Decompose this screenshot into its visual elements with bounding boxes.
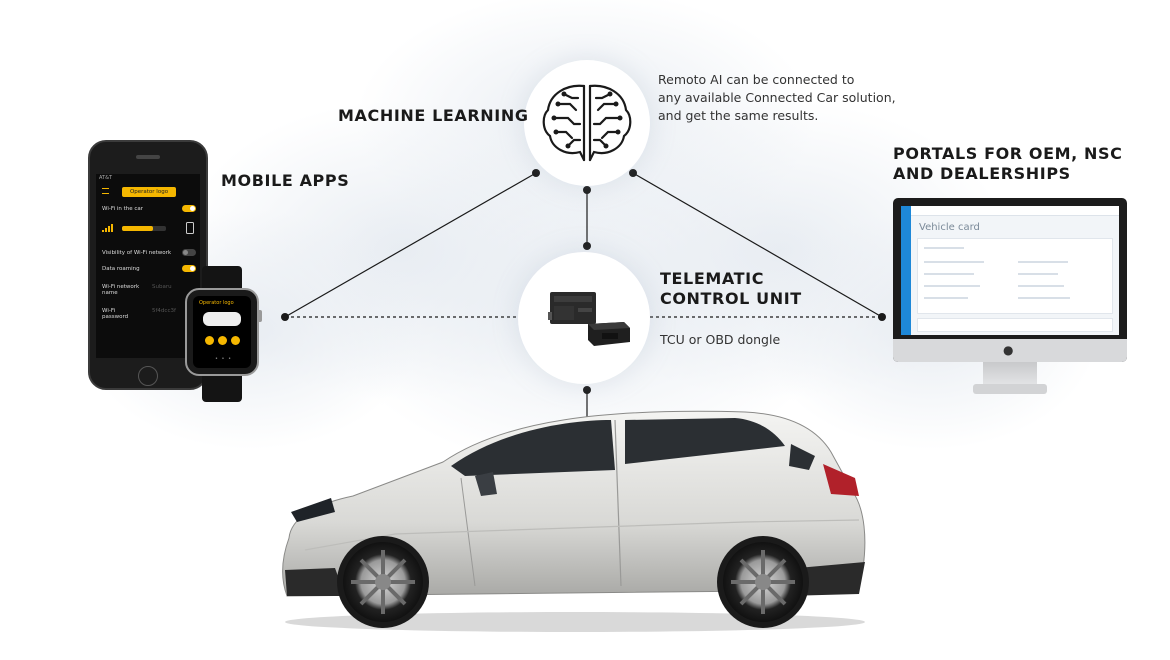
machine-learning-description: Remoto AI can be connected to any availa…: [658, 71, 898, 125]
phone-device-icon: [186, 222, 194, 234]
wifi-password-value[interactable]: 5f4dcc3f: [152, 308, 176, 314]
machine-learning-desc-line-1: Remoto AI can be connected to: [658, 72, 855, 87]
watch-band-top: [202, 266, 242, 290]
phone-row-roaming: Data roaming: [102, 265, 196, 272]
portal-screen: Vehicle card: [901, 206, 1119, 335]
watch-action-button-2[interactable]: [218, 336, 227, 345]
portal-topbar: [911, 206, 1119, 216]
tcu-label: TELEMATIC CONTROL UNIT: [660, 269, 802, 309]
data-usage-bar: [122, 226, 166, 231]
smartphone-device: AT&T Operator logo Wi-Fi in the car Visi…: [88, 140, 208, 390]
phone-app-title: Operator logo: [122, 187, 176, 197]
monitor-stand-neck: [983, 362, 1037, 386]
portals-label-line-1: PORTALS FOR OEM, NSC: [893, 144, 1123, 163]
desktop-monitor: Vehicle card ●: [893, 198, 1127, 362]
data-roaming-label: Data roaming: [102, 266, 140, 272]
phone-row-wifi-in-car: Wi-Fi in the car: [102, 205, 196, 212]
mobile-apps-label: MOBILE APPS: [221, 171, 350, 190]
portal-sidebar: [901, 206, 911, 335]
phone-app-header: Operator logo: [96, 184, 200, 200]
watch-crown: [257, 310, 262, 322]
vehicle-info-card: [917, 238, 1113, 314]
portals-label-line-2: AND DEALERSHIPS: [893, 164, 1071, 183]
visibility-wifi-label: Visibility of Wi-Fi network: [102, 250, 172, 256]
portals-label: PORTALS FOR OEM, NSC AND DEALERSHIPS: [893, 144, 1122, 184]
wifi-network-name-value[interactable]: Subaru: [152, 284, 172, 290]
phone-screen: AT&T Operator logo Wi-Fi in the car Visi…: [96, 174, 200, 358]
vehicle-card-title: Vehicle card: [919, 222, 980, 233]
tcu-label-line-2: CONTROL UNIT: [660, 289, 802, 308]
brain-circuit-icon: [542, 84, 632, 162]
phone-speaker: [136, 155, 160, 159]
tcu-description: TCU or OBD dongle: [660, 332, 781, 347]
phone-home-button: [138, 366, 158, 386]
portal-footer-panel: [917, 318, 1113, 332]
signal-icon: [102, 224, 113, 232]
machine-learning-desc-line-3: and get the same results.: [658, 108, 819, 123]
phone-row-network-name: Wi-Fi network name: [102, 284, 142, 296]
apple-logo-icon: ●: [1003, 343, 1014, 357]
monitor-stand-foot: [973, 384, 1047, 394]
watch-screen: Operator logo • • •: [193, 296, 251, 368]
smartwatch-device: Operator logo • • •: [185, 288, 259, 376]
phone-status-bar: AT&T: [99, 175, 113, 181]
connected-car-image: [282, 410, 866, 632]
tcu-label-line-1: TELEMATIC: [660, 269, 765, 288]
monitor-chin: [893, 339, 1127, 362]
car-topview-icon: [203, 312, 241, 326]
wifi-network-name-label: Wi-Fi network name: [102, 284, 140, 296]
watch-band-bottom: [202, 374, 242, 402]
telematic-control-unit-icon: [548, 292, 596, 324]
watch-page-dots: • • •: [215, 356, 233, 362]
phone-row-network-status: [102, 222, 196, 244]
machine-learning-node: [524, 60, 650, 186]
machine-learning-label: MACHINE LEARNING: [338, 106, 529, 125]
hamburger-menu-icon[interactable]: [102, 188, 109, 194]
data-roaming-toggle[interactable]: [182, 265, 196, 272]
watch-app-title: Operator logo: [199, 300, 234, 306]
machine-learning-desc-line-2: any available Connected Car solution,: [658, 90, 896, 105]
visibility-wifi-toggle[interactable]: [182, 249, 196, 256]
phone-row-password: Wi-Fi password: [102, 308, 142, 320]
obd-dongle-icon: [588, 322, 630, 346]
watch-action-button-3[interactable]: [231, 336, 240, 345]
phone-row-visibility: Visibility of Wi-Fi network: [102, 249, 196, 256]
wifi-in-car-label: Wi-Fi in the car: [102, 206, 144, 212]
wifi-password-label: Wi-Fi password: [102, 308, 129, 320]
watch-action-button-1[interactable]: [205, 336, 214, 345]
wifi-in-car-toggle[interactable]: [182, 205, 196, 212]
